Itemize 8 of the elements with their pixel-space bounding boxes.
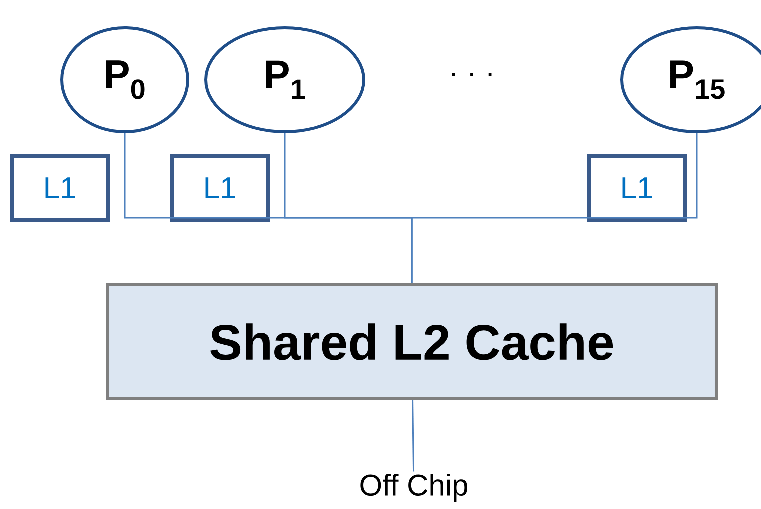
connector-line [412,400,415,472]
off-chip-label: Off Chip [360,474,468,502]
cache-box: L1 [587,154,687,222]
cache-box: L1 [10,154,110,222]
connector-line [411,134,698,284]
ellipsis-dots: · · · [452,73,492,76]
cache-box: Shared L2 Cache [106,284,718,400]
cache-box: L1 [170,154,270,222]
